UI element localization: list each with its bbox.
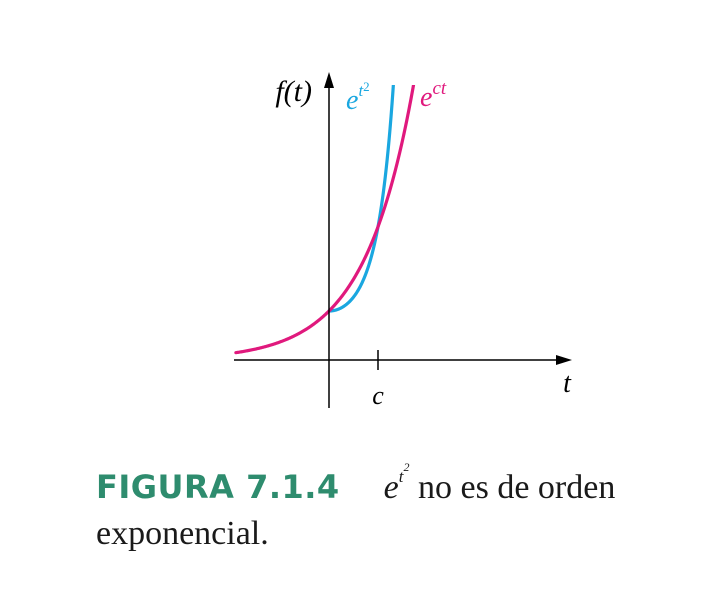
figure-chart: f(t) t c et2 ect — [234, 72, 572, 410]
y-axis-arrow — [324, 72, 334, 88]
caption-label: FIGURA 7.1.4 — [96, 467, 340, 506]
x-axis-arrow — [556, 355, 572, 365]
caption-math: et2 — [383, 460, 410, 506]
series-label-ect: ect — [420, 78, 447, 113]
caption-text: no es de orden exponencial. — [96, 468, 616, 552]
x-axis-label: t — [563, 368, 572, 399]
y-axis-label: f(t) — [275, 75, 312, 108]
x-tick-label-c: c — [372, 381, 384, 410]
series-line-et2 — [327, 85, 395, 313]
series-line-ect — [234, 85, 416, 355]
series-label-et2: et2 — [346, 79, 370, 116]
figure-caption: FIGURA 7.1.4 et2 no es de orden exponenci… — [96, 452, 676, 557]
